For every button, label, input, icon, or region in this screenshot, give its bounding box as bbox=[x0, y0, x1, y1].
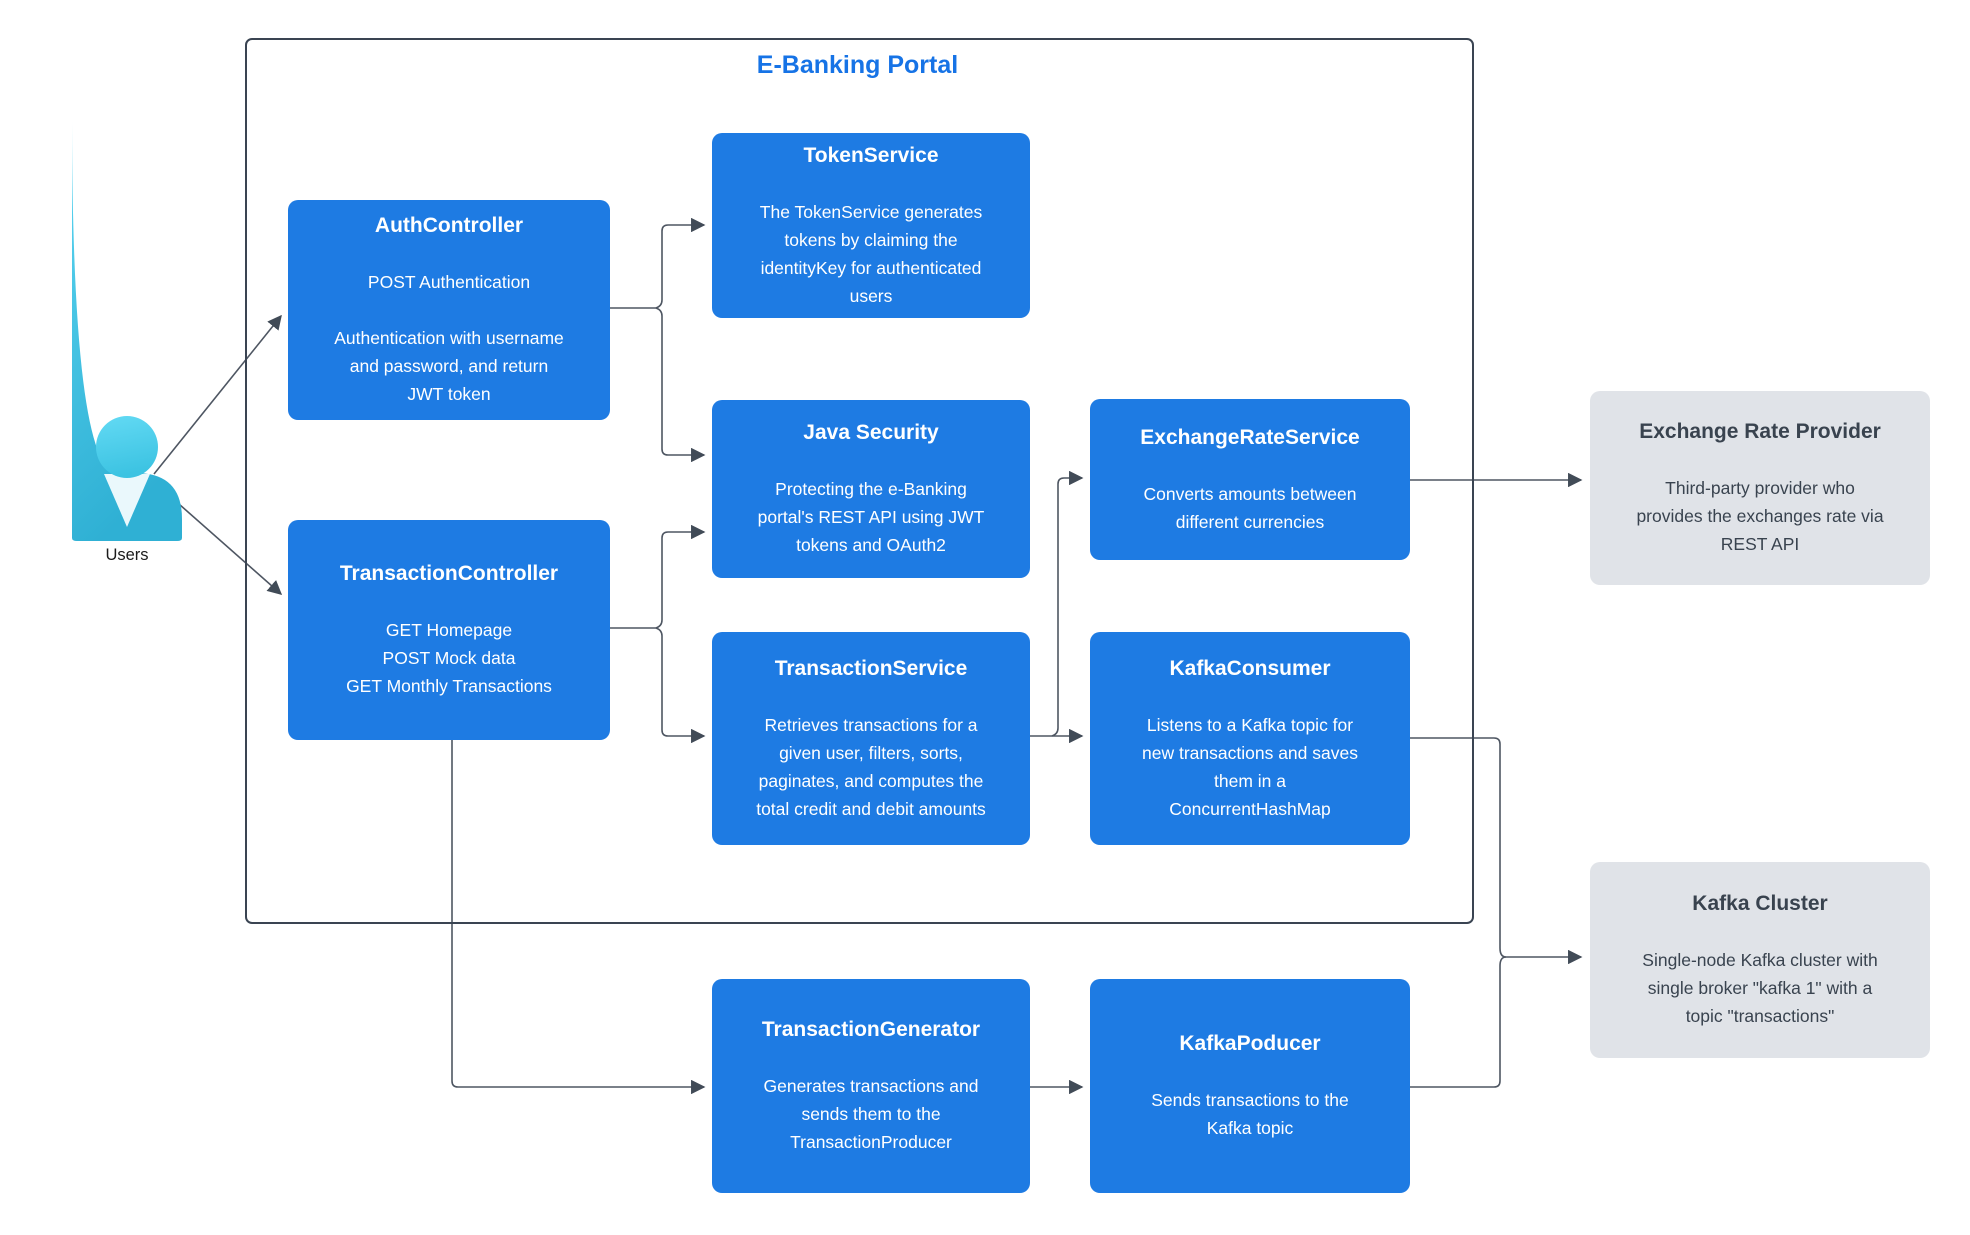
node-body: Sends transactions to the Kafka topic bbox=[1151, 1090, 1349, 1138]
node-body: Third-party provider who provides the ex… bbox=[1636, 478, 1884, 554]
node-body: The TokenService generates tokens by cla… bbox=[759, 201, 983, 306]
node-transaction-service: TransactionService Retrieves transaction… bbox=[712, 632, 1030, 845]
node-transaction-controller: TransactionController GET Homepage POST … bbox=[288, 520, 610, 740]
node-body: GET Homepage POST Mock data GET Monthly … bbox=[346, 620, 552, 696]
node-kafka-producer: KafkaPoducer Sends transactions to the K… bbox=[1090, 979, 1410, 1193]
node-kafka-consumer: KafkaConsumer Listens to a Kafka topic f… bbox=[1090, 632, 1410, 845]
users-icon bbox=[72, 114, 182, 541]
node-title: Java Security bbox=[803, 421, 939, 444]
e-banking-portal-container bbox=[245, 38, 1474, 924]
node-title: AuthController bbox=[374, 214, 524, 237]
node-body: Protecting the e-Banking portal's REST A… bbox=[757, 479, 985, 555]
node-exchange-rate-service: ExchangeRateService Converts amounts bet… bbox=[1090, 399, 1410, 560]
node-title: TransactionController bbox=[339, 562, 559, 585]
node-kafka-cluster: Kafka Cluster Single-node Kafka cluster … bbox=[1590, 862, 1930, 1058]
node-title: KafkaConsumer bbox=[1169, 656, 1331, 680]
node-body: Single-node Kafka cluster with single br… bbox=[1642, 950, 1878, 1026]
node-title: TokenService bbox=[803, 143, 939, 167]
node-body: POST Authentication Authentication with … bbox=[334, 272, 564, 404]
node-body: Retrieves transactions for a given user,… bbox=[756, 714, 986, 819]
node-token-service: TokenService The TokenService generates … bbox=[712, 133, 1030, 318]
node-java-security: Java Security Protecting the e-Banking p… bbox=[712, 400, 1030, 578]
node-title: Kafka Cluster bbox=[1692, 892, 1828, 915]
node-transaction-generator: TransactionGenerator Generates transacti… bbox=[712, 979, 1030, 1193]
node-title: TransactionGenerator bbox=[761, 1018, 981, 1041]
node-title: Exchange Rate Provider bbox=[1639, 420, 1881, 443]
node-body: Listens to a Kafka topic for new transac… bbox=[1142, 714, 1358, 819]
node-exchange-rate-provider: Exchange Rate Provider Third-party provi… bbox=[1590, 391, 1930, 585]
edge-kafkaproducer-to-junction bbox=[1410, 956, 1507, 1088]
node-auth-controller: AuthController POST Authentication Authe… bbox=[288, 200, 610, 420]
node-body: Generates transactions and sends them to… bbox=[763, 1076, 979, 1152]
node-body: Converts amounts between different curre… bbox=[1143, 483, 1357, 532]
node-title: KafkaPoducer bbox=[1179, 1032, 1321, 1055]
portal-title: E-Banking Portal bbox=[756, 51, 959, 79]
node-title: TransactionService bbox=[774, 656, 968, 680]
users-label: Users bbox=[105, 546, 149, 564]
node-title: ExchangeRateService bbox=[1140, 425, 1360, 449]
